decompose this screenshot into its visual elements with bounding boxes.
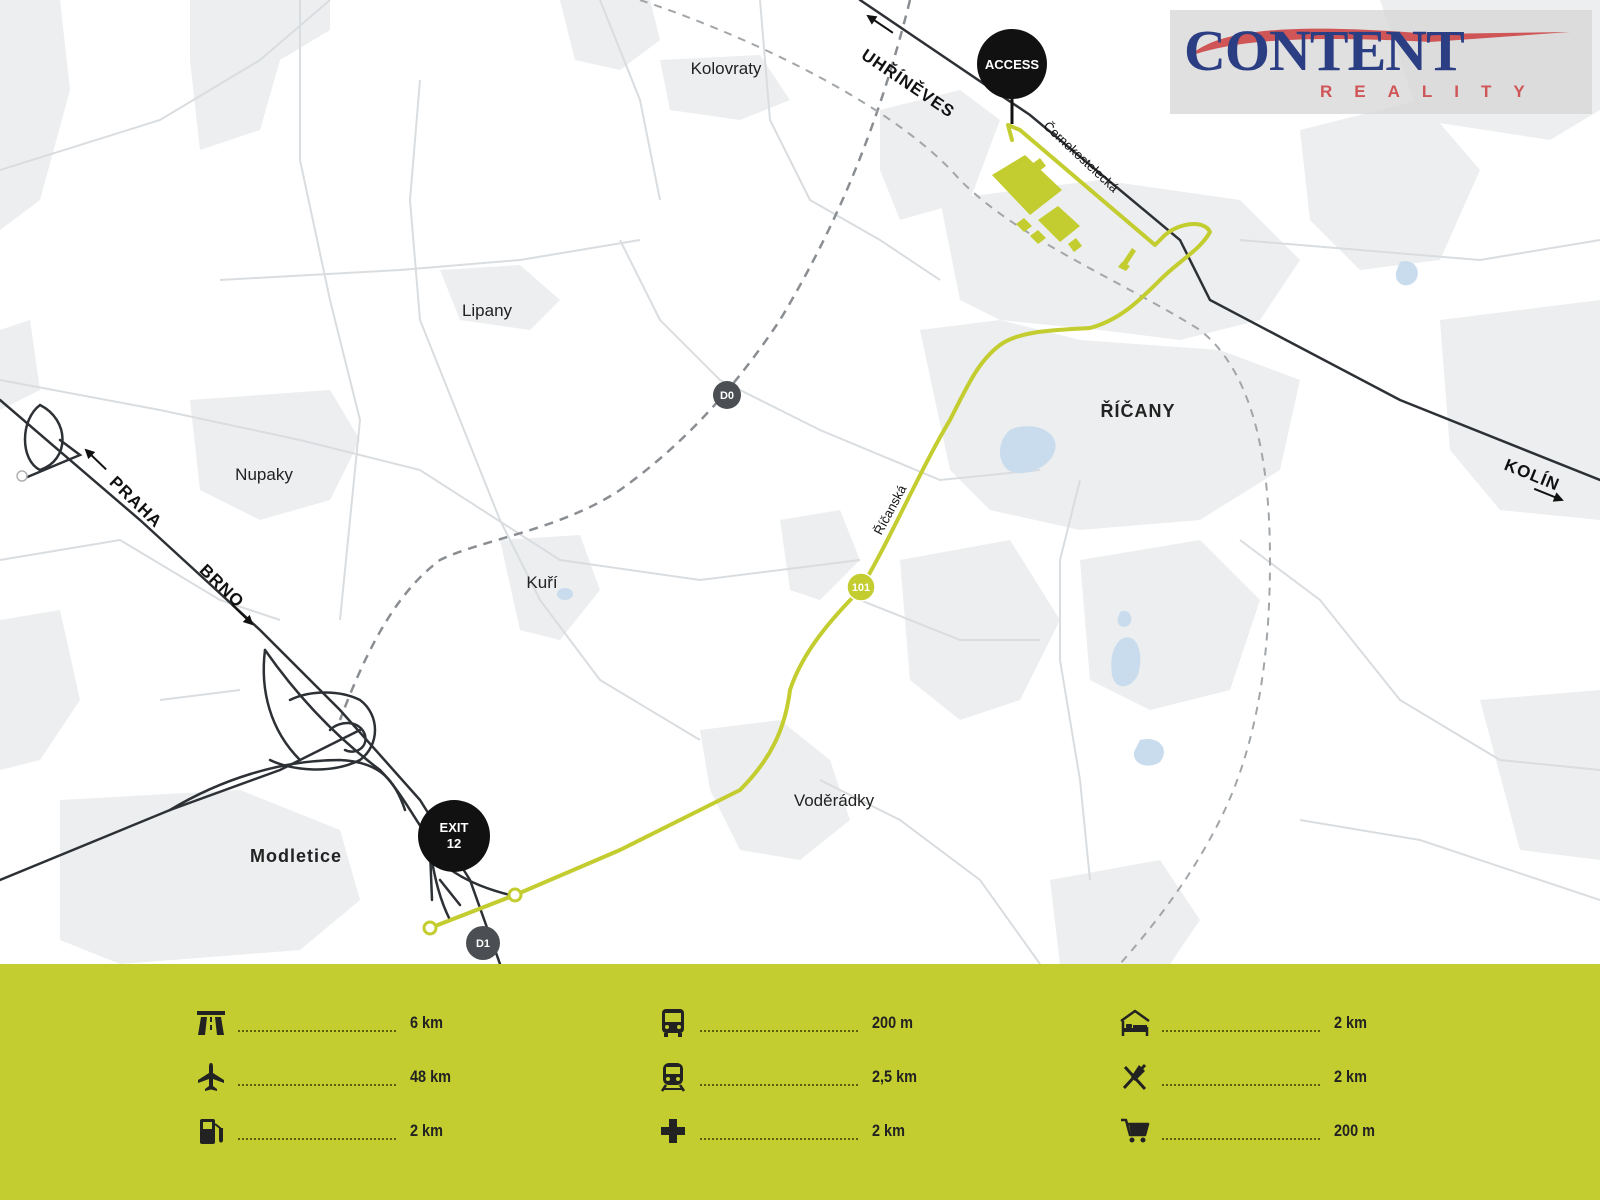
- logo-swoosh-icon: [1190, 28, 1570, 56]
- place-nupaky: Nupaky: [235, 465, 293, 484]
- legend-item-fuel: 2 km: [194, 1114, 449, 1148]
- legend-dots: [1162, 1084, 1320, 1086]
- arrow-praha-icon: [84, 448, 107, 471]
- railway-line: [639, 0, 1272, 964]
- distance-legend: 6 km 48 km 2 km 200 m: [0, 964, 1600, 1200]
- badge-road-101: 101: [846, 572, 876, 602]
- medical-cross-icon: [656, 1114, 690, 1148]
- company-logo[interactable]: CONTENT REALITY: [1170, 10, 1592, 114]
- legend-item-restaurant: 2 km: [1118, 1060, 1373, 1094]
- badge-d0: D0: [713, 381, 741, 409]
- legend-item-train: 2,5 km: [656, 1060, 925, 1094]
- map-canvas[interactable]: Kolovraty Lipany Nupaky Kuří Voděrádky M…: [0, 0, 1600, 964]
- highway-icon: [194, 1006, 228, 1040]
- place-voderadky: Voděrádky: [794, 791, 875, 810]
- route-line: [428, 123, 1212, 930]
- motorway-d0-link: [0, 728, 362, 882]
- place-kolovraty: Kolovraty: [691, 59, 762, 78]
- legend-item-medical: 2 km: [656, 1114, 911, 1148]
- legend-item-hotel: 2 km: [1118, 1006, 1373, 1040]
- badge-d0-label: D0: [720, 390, 734, 402]
- bus-icon: [656, 1006, 690, 1040]
- legend-item-highway: 6 km: [194, 1006, 449, 1040]
- water-bodies: [557, 261, 1418, 766]
- legend-dots: [238, 1138, 396, 1140]
- access-pin-label: ACCESS: [985, 57, 1040, 72]
- exit-pin[interactable]: EXIT 12: [418, 800, 490, 872]
- legend-value-hotel: 2 km: [1334, 1013, 1367, 1032]
- legend-dots: [700, 1030, 858, 1032]
- arrow-brno-icon: [231, 603, 254, 626]
- legend-item-bus: 200 m: [656, 1006, 920, 1040]
- place-ricany: ŘÍČANY: [1100, 400, 1175, 421]
- legend-value-airport: 48 km: [410, 1067, 451, 1086]
- arrow-kolin-icon: [1533, 487, 1564, 502]
- legend-item-airport: 48 km: [194, 1060, 458, 1094]
- logo-wordmark: CONTENT: [1184, 18, 1465, 83]
- exit-pin-label-bottom: 12: [447, 836, 461, 851]
- legend-value-highway: 6 km: [410, 1013, 443, 1032]
- place-kuri: Kuří: [526, 573, 557, 592]
- legend-value-restaurant: 2 km: [1334, 1067, 1367, 1086]
- badge-d1-label: D1: [476, 938, 490, 950]
- access-pin[interactable]: ACCESS: [977, 29, 1047, 124]
- route-waypoint: [507, 887, 523, 903]
- site-buildings[interactable]: [992, 155, 1136, 271]
- legend-value-medical: 2 km: [872, 1121, 905, 1140]
- place-modletice: Modletice: [250, 846, 342, 866]
- exit-pin-head: [418, 800, 490, 872]
- restaurant-icon: [1118, 1060, 1152, 1094]
- shopping-cart-icon: [1118, 1114, 1152, 1148]
- local-roads: [0, 0, 1600, 964]
- exit-pin-label-top: EXIT: [440, 820, 469, 835]
- legend-value-shopping: 200 m: [1334, 1121, 1375, 1140]
- route-start-point: [422, 920, 438, 936]
- badge-road-101-label: 101: [852, 582, 870, 594]
- airplane-icon: [194, 1060, 228, 1094]
- arrow-uhrineves-icon: [866, 14, 894, 34]
- hotel-bed-icon: [1118, 1006, 1152, 1040]
- train-icon: [656, 1060, 690, 1094]
- legend-dots: [1162, 1030, 1320, 1032]
- legend-item-shopping: 200 m: [1118, 1114, 1382, 1148]
- badge-d1: D1: [466, 926, 500, 960]
- legend-dots: [238, 1084, 396, 1086]
- legend-dots: [1162, 1138, 1320, 1140]
- access-pin-head: [977, 29, 1047, 99]
- interchange-praha: [23, 403, 64, 472]
- d0-ring-road: [338, 0, 912, 721]
- legend-value-fuel: 2 km: [410, 1121, 443, 1140]
- logo-tagline: REALITY: [1320, 82, 1547, 101]
- legend-dots: [700, 1084, 858, 1086]
- junction-marker: [16, 470, 28, 482]
- legend-dots: [700, 1138, 858, 1140]
- legend-dots: [238, 1030, 396, 1032]
- fuel-icon: [194, 1114, 228, 1148]
- access-route: [428, 123, 1212, 930]
- legend-value-train: 2,5 km: [872, 1067, 917, 1086]
- place-lipany: Lipany: [462, 301, 513, 320]
- legend-value-bus: 200 m: [872, 1013, 913, 1032]
